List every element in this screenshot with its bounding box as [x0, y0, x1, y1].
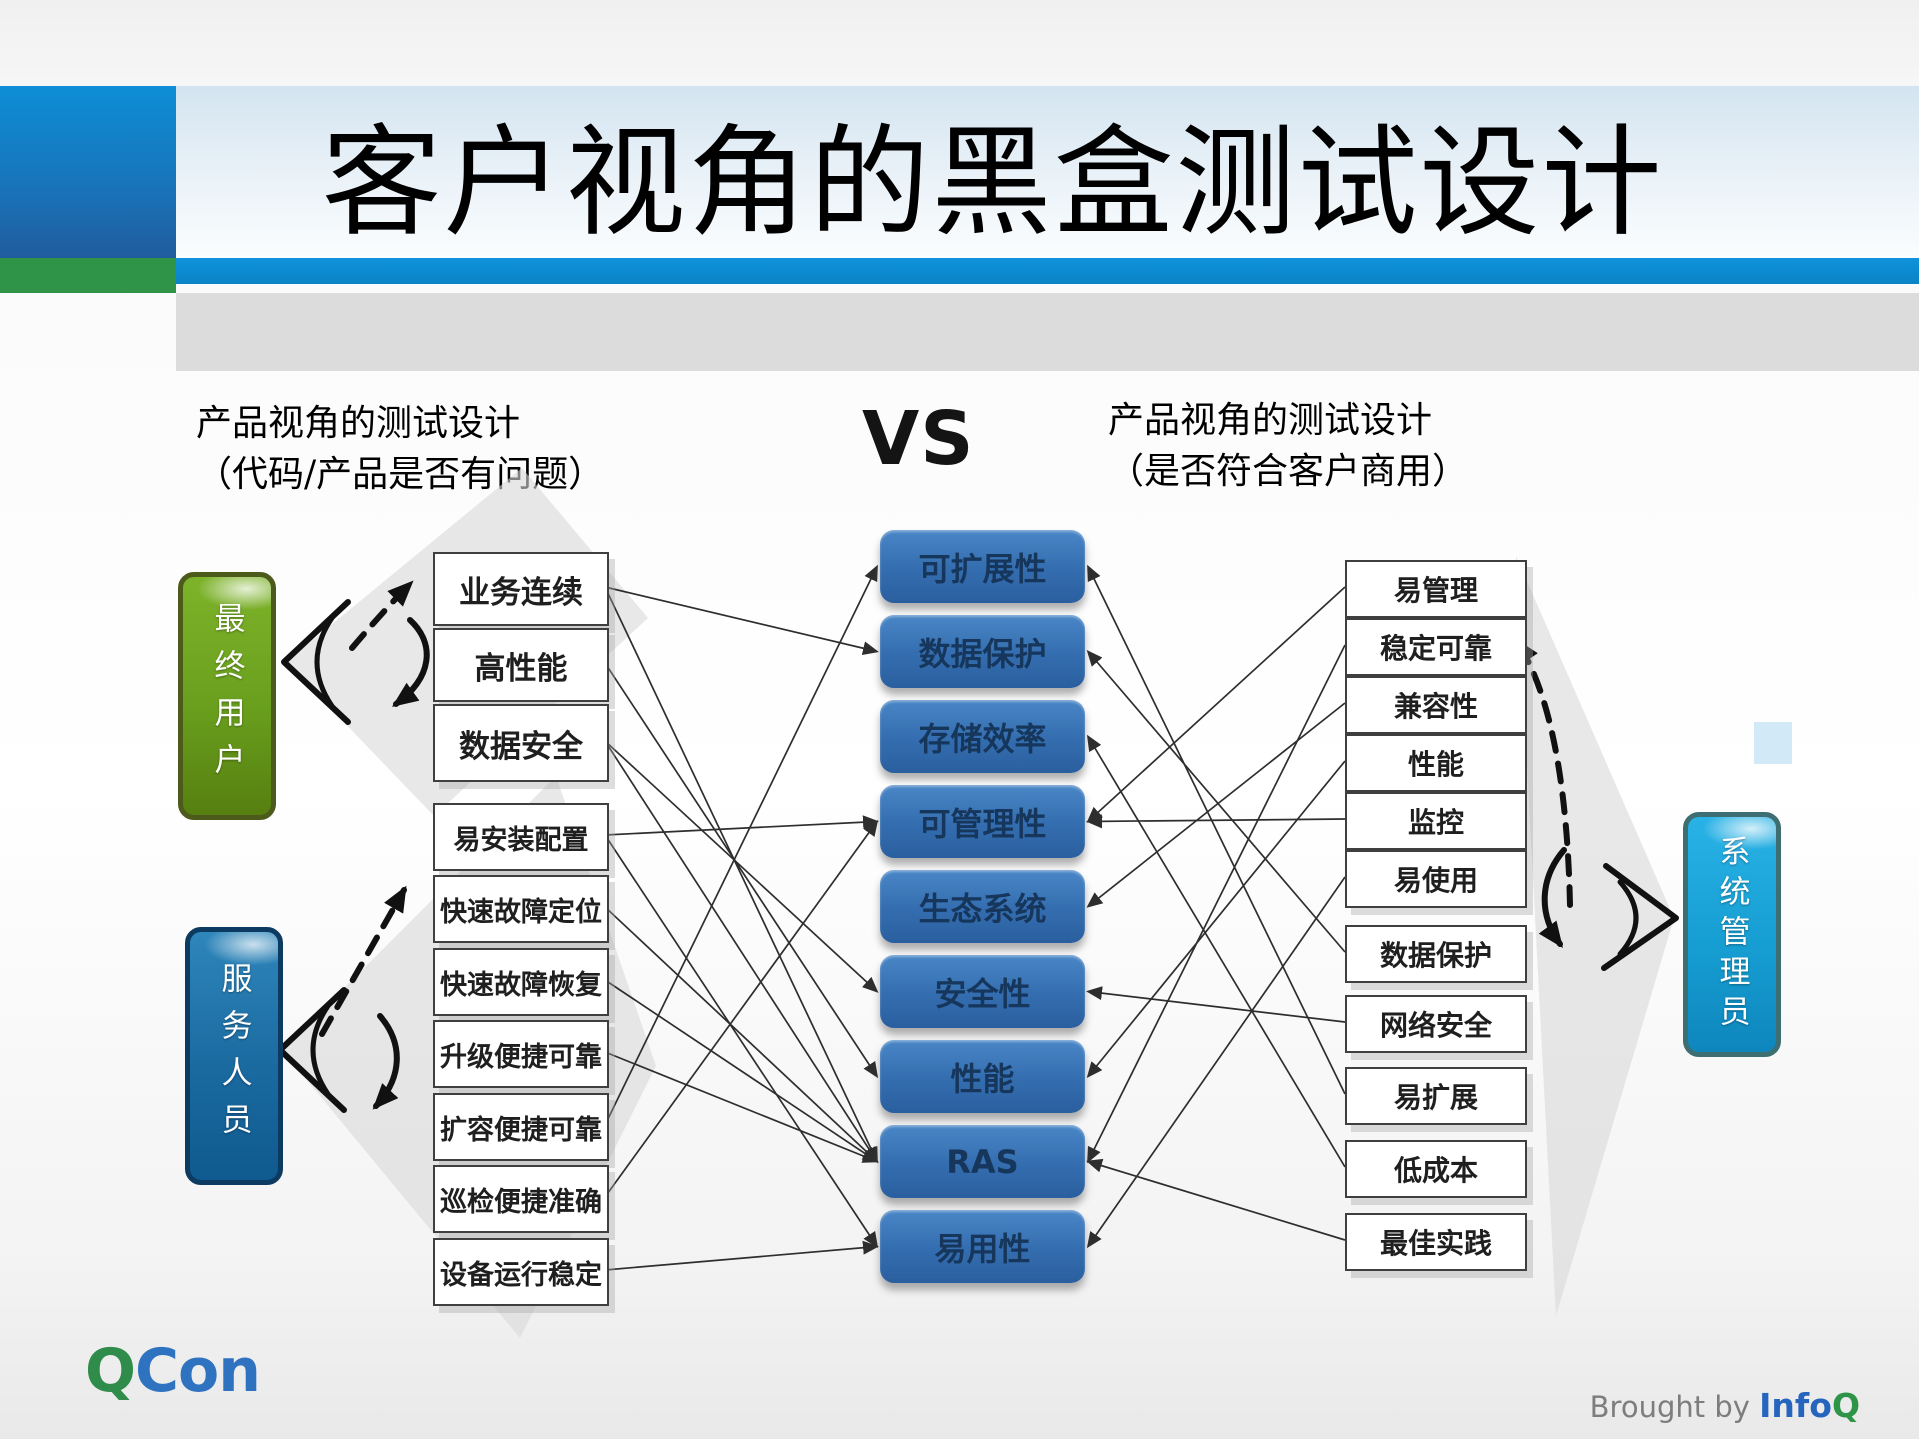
- infoq-logo-q: Q: [1831, 1386, 1860, 1425]
- header-green-bar: [0, 258, 176, 293]
- actor-sys-admin: 系统管理员: [1683, 812, 1781, 1057]
- actor-end-user: 最终用户: [178, 572, 276, 820]
- edge-R1-M7: [1087, 644, 1346, 1164]
- qcon-logo-con: Con: [135, 1336, 261, 1406]
- edge-A0-M1: [604, 586, 879, 656]
- header-blue-bar: [176, 258, 1919, 284]
- right-subtitle: 产品视角的测试设计 （是否符合客户商用）: [1108, 395, 1468, 497]
- dashed-arrow-enduser: [349, 580, 414, 651]
- edge-B2-M7: [604, 979, 879, 1163]
- accent-square: [1754, 722, 1792, 764]
- edge-R7-M5: [1086, 986, 1346, 1023]
- edge-R0-M3: [1086, 586, 1346, 823]
- brought-by: Brought by InfoQ: [1520, 1386, 1860, 1425]
- edge-B4-M0: [604, 564, 878, 1126]
- qcon-logo: QCon: [85, 1336, 261, 1406]
- edge-R6-M1: [1086, 649, 1346, 953]
- arc-arrow-sysadmin: [1538, 847, 1567, 949]
- qcon-logo-q: Q: [85, 1336, 136, 1406]
- left-subtitle-line1: 产品视角的测试设计: [196, 403, 521, 444]
- arc-arrow-service: [372, 1013, 400, 1110]
- page-title: 客户视角的黑盒测试设计: [321, 114, 1664, 253]
- actor-service-staff: 服务人员: [185, 927, 283, 1185]
- header-gray-band: [176, 293, 1919, 371]
- header-title-band: 客户视角的黑盒测试设计: [176, 86, 1919, 258]
- eye-icon-sysadmin: [1514, 637, 1679, 971]
- edge-R10-M7: [1086, 1158, 1346, 1241]
- header-blue-block: [0, 86, 176, 258]
- right-subtitle-line2: （是否符合客户商用）: [1108, 451, 1469, 493]
- edge-R4-M3: [1086, 814, 1346, 829]
- edge-R2-M4: [1086, 702, 1346, 908]
- view-beam-enduser: [286, 468, 648, 816]
- view-beam-service: [282, 776, 656, 1338]
- arc-arrow-enduser: [391, 617, 430, 707]
- edge-B3-M7: [604, 1051, 879, 1163]
- edge-B1-M7: [604, 906, 879, 1163]
- edge-R5-M8: [1086, 876, 1346, 1249]
- vs-label: VS: [862, 396, 975, 482]
- edge-B6-M8: [604, 1240, 879, 1271]
- dashed-arrow-sysadmin: [1514, 637, 1573, 908]
- edge-B0-M3: [604, 815, 879, 836]
- edge-A0-M7: [604, 586, 878, 1164]
- edge-R8-M0: [1087, 564, 1346, 1095]
- infoq-logo-info: Info: [1759, 1386, 1832, 1425]
- brought-by-text: Brought by: [1589, 1390, 1750, 1424]
- right-subtitle-line1: 产品视角的测试设计: [1108, 400, 1433, 441]
- edge-R9-M2: [1086, 734, 1346, 1168]
- edge-A1-M6: [604, 662, 879, 1079]
- edge-B5-M3: [604, 819, 879, 1198]
- dashed-arrow-service: [319, 885, 407, 1037]
- eye-icon-enduser: [281, 580, 430, 725]
- edge-A2-M7: [604, 740, 879, 1164]
- edge-R3-M6: [1086, 760, 1346, 1079]
- edge-A2-M5: [604, 740, 879, 993]
- edge-B0-M8: [604, 834, 879, 1249]
- edge-lines: [604, 564, 1346, 1271]
